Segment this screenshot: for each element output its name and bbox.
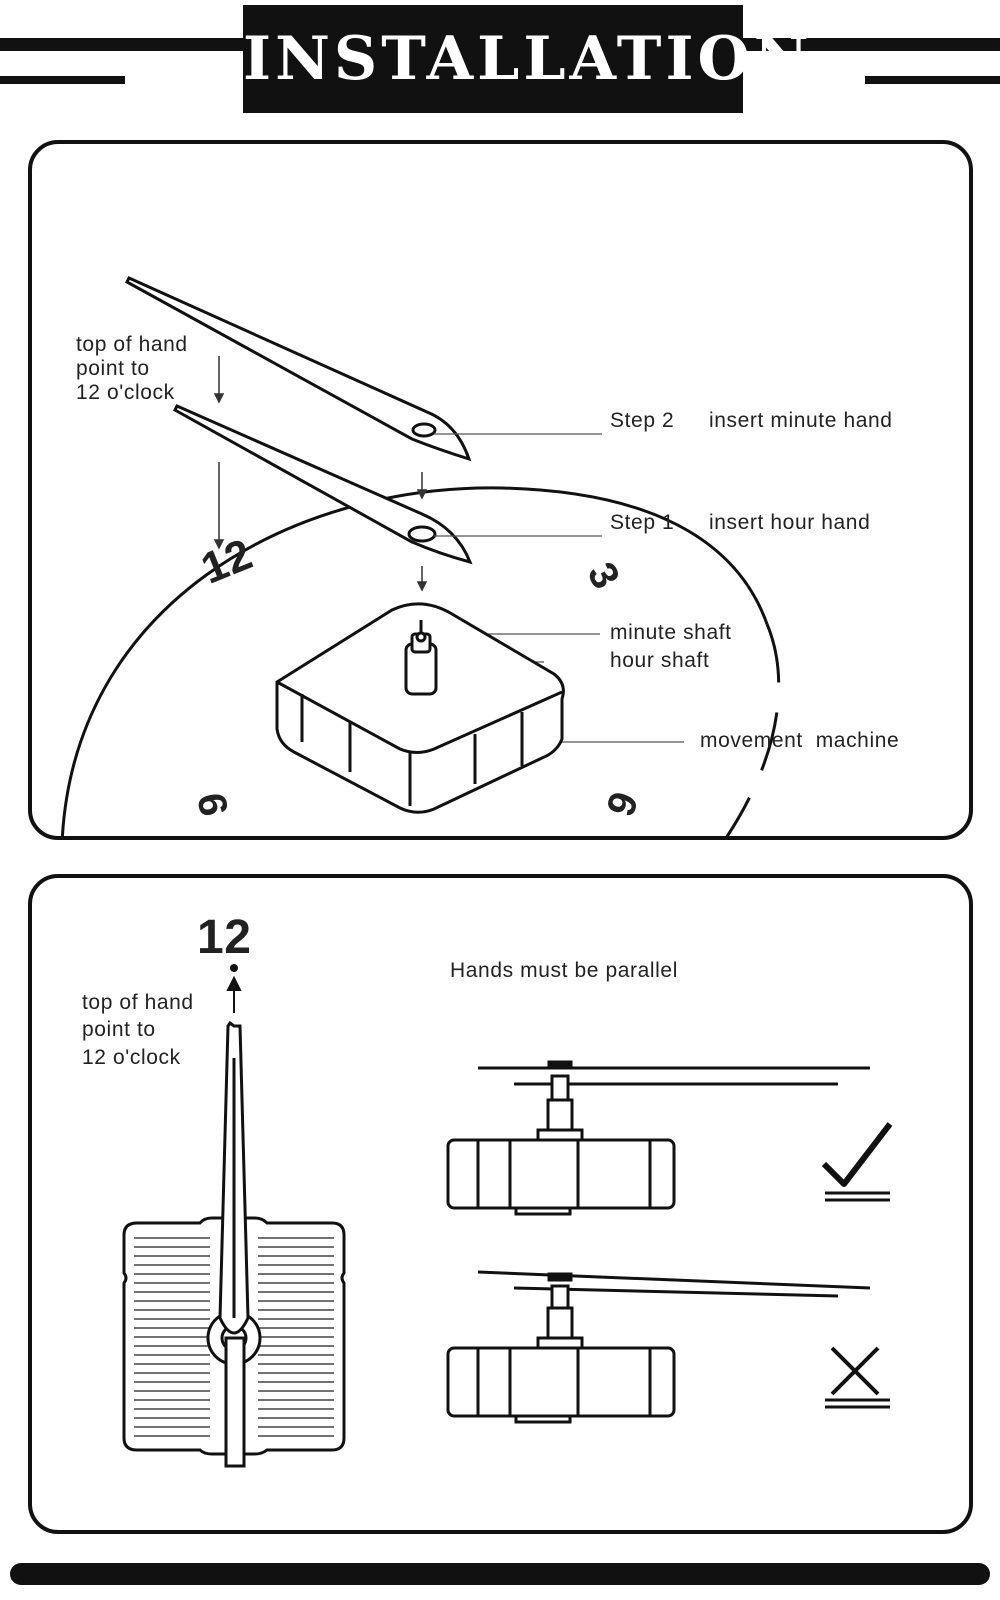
hint-line-1: top of hand [76, 333, 188, 356]
page-title: INSTALLATION [243, 24, 813, 94]
twelve-dot [230, 964, 238, 972]
movement-label: movement machine [700, 729, 900, 752]
bottom-hint-line-1: top of hand [82, 991, 194, 1014]
step2-text: insert minute hand [709, 409, 893, 432]
header-rule-right-bottom [865, 76, 1000, 84]
parallel-hands-correct [446, 1060, 870, 1216]
twelve-label: 12 [197, 911, 252, 964]
header-rule-right-top [743, 38, 1000, 51]
clock-dial-outline-right [725, 623, 781, 836]
hand-alignment-panel: 12 top of hand point to 12 o'clock Hands… [28, 874, 973, 1534]
installation-steps-drawing [61, 276, 781, 836]
step2-label: Step 2 [610, 409, 675, 432]
up-arrow [226, 975, 242, 1013]
movement-front-view [122, 1216, 346, 1456]
minute-shaft-label: minute shaft [610, 621, 732, 644]
hint-line-2: point to [76, 357, 150, 380]
hour-shaft-label: hour shaft [610, 649, 710, 672]
clock-dial-outline [61, 486, 769, 836]
bottom-hint-line-3: 12 o'clock [82, 1046, 181, 1069]
parallel-note: Hands must be parallel [450, 959, 678, 982]
hour-hand [173, 404, 473, 565]
step1-text: insert hour hand [709, 511, 871, 534]
cross-mark-icon [825, 1346, 890, 1409]
minute-hand [125, 276, 472, 462]
bottom-hint-line-2: point to [82, 1018, 156, 1041]
parallel-hands-wrong [446, 1270, 871, 1424]
title-banner: INSTALLATION [243, 5, 813, 113]
movement-machine [275, 602, 565, 814]
installation-steps-panel: top of hand point to 12 o'clock Step 2 i… [28, 140, 973, 840]
hand-alignment-drawing [122, 964, 893, 1468]
footer-bar [10, 1563, 990, 1585]
header-rule-left-bottom [0, 76, 125, 84]
header-rule-left-top [0, 38, 243, 51]
guide-arrows [213, 356, 428, 592]
check-mark-icon [821, 1122, 893, 1202]
step1-label: Step 1 [610, 511, 675, 534]
hint-line-3: 12 o'clock [76, 381, 175, 404]
vertical-hands [218, 1020, 250, 1468]
